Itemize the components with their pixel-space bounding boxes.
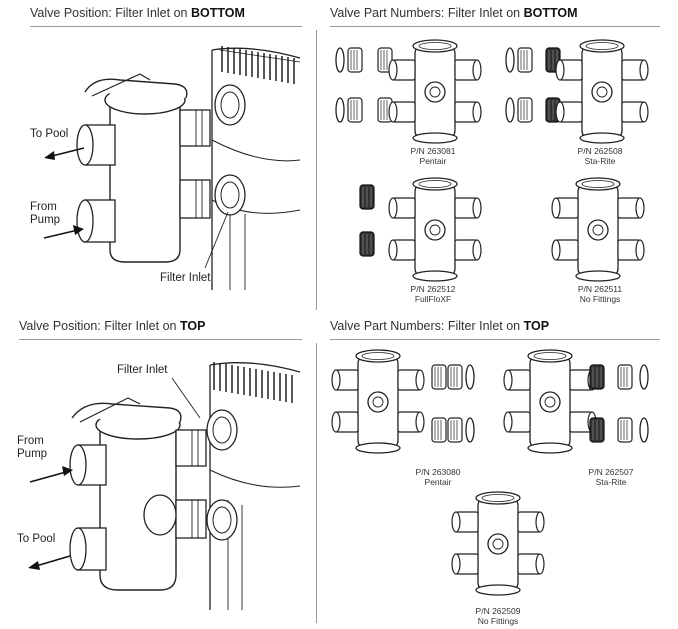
divider-rule [19, 339, 302, 340]
part-caption: P/N 262511 No Fittings [555, 284, 645, 304]
divider-rule [30, 26, 302, 27]
part-number: P/N 262509 [475, 606, 521, 616]
part-number: P/N 262511 [577, 284, 623, 294]
divider-rule [330, 26, 660, 27]
heading-emphasis: TOP [179, 319, 206, 333]
part-brand: No Fittings [579, 294, 621, 304]
part-variant-262511 [551, 177, 645, 282]
part-caption: P/N 262509 No Fittings [453, 606, 543, 626]
divider-rule [330, 339, 660, 340]
callout-from-pump: From Pump [17, 435, 47, 461]
part-brand: Pentair [424, 477, 452, 487]
part-number: P/N 262508 [577, 146, 623, 156]
heading-parts-bottom: Valve Part Numbers: Filter Inlet on BOTT… [330, 6, 578, 20]
part-caption: P/N 263081 Pentair [388, 146, 478, 166]
part-number: P/N 262512 [410, 284, 456, 294]
callout-line: From [30, 201, 57, 213]
callout-line: From [17, 435, 44, 447]
divider-vertical [316, 343, 317, 623]
heading-prefix: Valve Position: Filter Inlet on [30, 6, 191, 20]
part-brand: FullFloXF [414, 294, 452, 304]
part-caption: P/N 263080 Pentair [393, 467, 483, 487]
heading-parts-top: Valve Part Numbers: Filter Inlet on TOP [330, 319, 549, 333]
callout-filter-inlet: Filter Inlet [117, 364, 168, 376]
valve-illustration-top [28, 362, 301, 610]
callout-line: Pump [17, 448, 48, 460]
heading-position-bottom: Valve Position: Filter Inlet on BOTTOM [30, 6, 245, 20]
heading-emphasis: BOTTOM [523, 6, 578, 20]
heading-emphasis: BOTTOM [190, 6, 245, 20]
part-brand: No Fittings [477, 616, 519, 626]
callout-filter-inlet: Filter Inlet [160, 272, 211, 284]
part-variant-262509 [451, 491, 545, 596]
heading-prefix: Valve Part Numbers: Filter Inlet on [330, 319, 524, 333]
callout-to-pool: To Pool [17, 533, 56, 545]
divider-vertical [316, 30, 317, 310]
heading-emphasis: TOP [523, 319, 550, 333]
part-brand: Pentair [419, 156, 447, 166]
part-brand: Sta-Rite [584, 156, 616, 166]
heading-position-top: Valve Position: Filter Inlet on TOP [19, 319, 205, 333]
part-variant-262508 [505, 39, 649, 144]
callout-line: Pump [30, 214, 61, 226]
part-caption: P/N 262508 Sta-Rite [555, 146, 645, 166]
part-caption: P/N 262512 FullFloXF [388, 284, 478, 304]
valve-illustration-bottom [43, 46, 301, 290]
part-caption: P/N 262507 Sta-Rite [566, 467, 656, 487]
callout-from-pump: From Pump [30, 201, 60, 227]
part-brand: Sta-Rite [595, 477, 627, 487]
part-variant-262512 [359, 177, 482, 282]
part-variant-262507 [503, 349, 649, 454]
heading-prefix: Valve Part Numbers: Filter Inlet on [330, 6, 524, 20]
callout-to-pool: To Pool [30, 128, 69, 140]
part-number: P/N 262507 [588, 467, 634, 477]
heading-prefix: Valve Position: Filter Inlet on [19, 319, 180, 333]
part-variant-263081 [335, 39, 482, 144]
part-number: P/N 263080 [415, 467, 461, 477]
part-number: P/N 263081 [410, 146, 456, 156]
part-variant-263080 [331, 349, 475, 454]
